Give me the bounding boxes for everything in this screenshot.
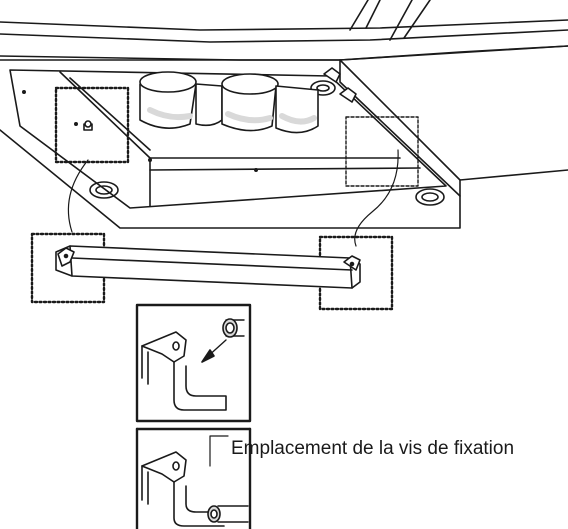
mount-boss-right bbox=[415, 188, 445, 206]
unit-underside bbox=[0, 0, 568, 229]
highlight-box-unit-left bbox=[54, 86, 130, 164]
mount-boss-left bbox=[89, 181, 119, 199]
callout-label: Emplacement de la vis de fixation bbox=[231, 438, 515, 459]
leader-lines bbox=[67, 149, 399, 247]
highlight-box-unit-right bbox=[345, 116, 419, 187]
detail-panel-bottom bbox=[135, 427, 252, 529]
rollers bbox=[139, 71, 319, 134]
detail-panel-top bbox=[135, 303, 252, 423]
mount-boss-top bbox=[310, 80, 336, 96]
callout-leader bbox=[209, 435, 229, 467]
screw-left bbox=[84, 120, 92, 128]
mounting-bracket bbox=[55, 245, 361, 289]
